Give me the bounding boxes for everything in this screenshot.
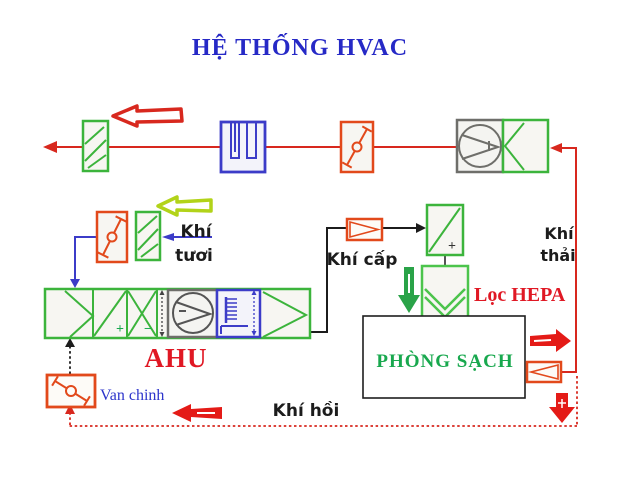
hepa-flow-arrow	[398, 267, 420, 313]
exhaust-fan-blades	[461, 134, 502, 160]
exhaust-air-label-line2: thải	[540, 246, 575, 265]
ahu-section-dividers	[92, 289, 158, 338]
ahu-mixing-chevron	[64, 290, 95, 338]
arrowhead-into-ahu-bottom	[65, 338, 75, 347]
return-duct-dotted	[65, 338, 578, 427]
louver-hatch-lines	[84, 126, 107, 169]
room-exit-arrow	[530, 329, 571, 352]
return-flow-arrow	[172, 404, 222, 422]
arrowhead-into-exhaust-fan	[550, 143, 562, 153]
flex-connector-box	[501, 118, 550, 174]
damper-pivot	[351, 141, 363, 153]
red-down-arrow-cross	[558, 399, 566, 408]
big-left-arrow-red	[111, 104, 184, 128]
clean-room-box	[362, 315, 526, 399]
return-valve	[45, 373, 97, 409]
damper-end-ticks	[341, 125, 373, 169]
arrowhead-into-valve	[65, 404, 75, 414]
exhaust-air-label-line1: Khí	[544, 224, 575, 243]
fresh-air-label-line2: tươi	[175, 246, 213, 266]
silencer-outline	[219, 120, 267, 174]
fresh-air-flow-arrow-lime	[156, 195, 213, 217]
ahu-heating-coil-diagonal	[93, 290, 127, 337]
exhaust-damper	[339, 120, 375, 174]
humidifier-teeth	[226, 298, 237, 320]
supply-reducer-cone	[349, 220, 382, 239]
humidifier-pipe	[220, 325, 248, 334]
outlet-reducer-cone	[527, 363, 559, 381]
red-right-arrow-slit	[533, 339, 552, 342]
fresh-damper-ticks	[97, 215, 127, 259]
valve-ticks	[51, 375, 91, 407]
arrowhead-into-ahu-top	[70, 279, 80, 288]
exhaust-fan-wheel	[458, 124, 502, 168]
valve-label: Van chinh	[100, 387, 164, 404]
supply-heating-coil	[425, 203, 465, 257]
room-outlet-reducer	[525, 360, 563, 384]
valve-pivot	[65, 385, 77, 397]
flex-connector-chevron	[503, 122, 525, 171]
fresh-air-label-line1: Khí	[180, 222, 212, 242]
arrowhead-fresh-air-in	[162, 233, 174, 241]
ahu-unit	[43, 287, 312, 340]
ahu-cooling-sign: −	[144, 322, 152, 337]
ahu-heating-sign: +	[116, 322, 124, 337]
silencer-baffles	[230, 122, 257, 159]
ahu-filter-arrow-top	[159, 290, 165, 295]
fresh-air-louver	[134, 210, 162, 262]
ahu-discharge-chevron	[262, 291, 309, 338]
arrowhead-into-supply-coil	[416, 223, 426, 233]
ahu-humidifier-box	[215, 288, 262, 339]
fresh-air-damper	[95, 210, 129, 264]
ahu-fan-wheel	[172, 292, 214, 334]
hepa-filter	[420, 264, 470, 320]
clean-room	[362, 315, 526, 399]
ahu-filter-arrow-bottom	[159, 332, 165, 337]
clean-room-label: PHÒNG SẠCH	[376, 350, 513, 372]
supply-air-label: Khí cấp	[327, 249, 398, 270]
ahu-filter2-arrow-top	[251, 290, 257, 295]
supply-reducer	[345, 217, 384, 242]
ahu-filter2-arrow-bottom	[251, 331, 257, 336]
exhaust-flow-arrow	[111, 104, 184, 128]
return-air-label: Khí hồi	[273, 400, 340, 421]
supply-coil-sign: +	[448, 239, 456, 254]
exhaust-louver-filter	[81, 119, 110, 173]
fresh-damper-pivot	[106, 231, 118, 243]
supply-coil-diagonal	[428, 207, 461, 253]
page-title: HỆ THỐNG HVAC	[192, 34, 408, 61]
arrowhead-exhaust-out	[43, 141, 57, 153]
ahu-cooling-coil-cross	[127, 290, 157, 337]
hepa-label: Lọc HEPA	[474, 284, 566, 306]
silencer-box	[219, 120, 267, 174]
ahu-label: AHU	[145, 343, 208, 373]
exhaust-fan-unit	[455, 118, 550, 174]
ahu-fan-blades	[175, 301, 214, 326]
return-down-arrow	[549, 393, 575, 423]
fresh-louver-hatch	[137, 215, 159, 258]
